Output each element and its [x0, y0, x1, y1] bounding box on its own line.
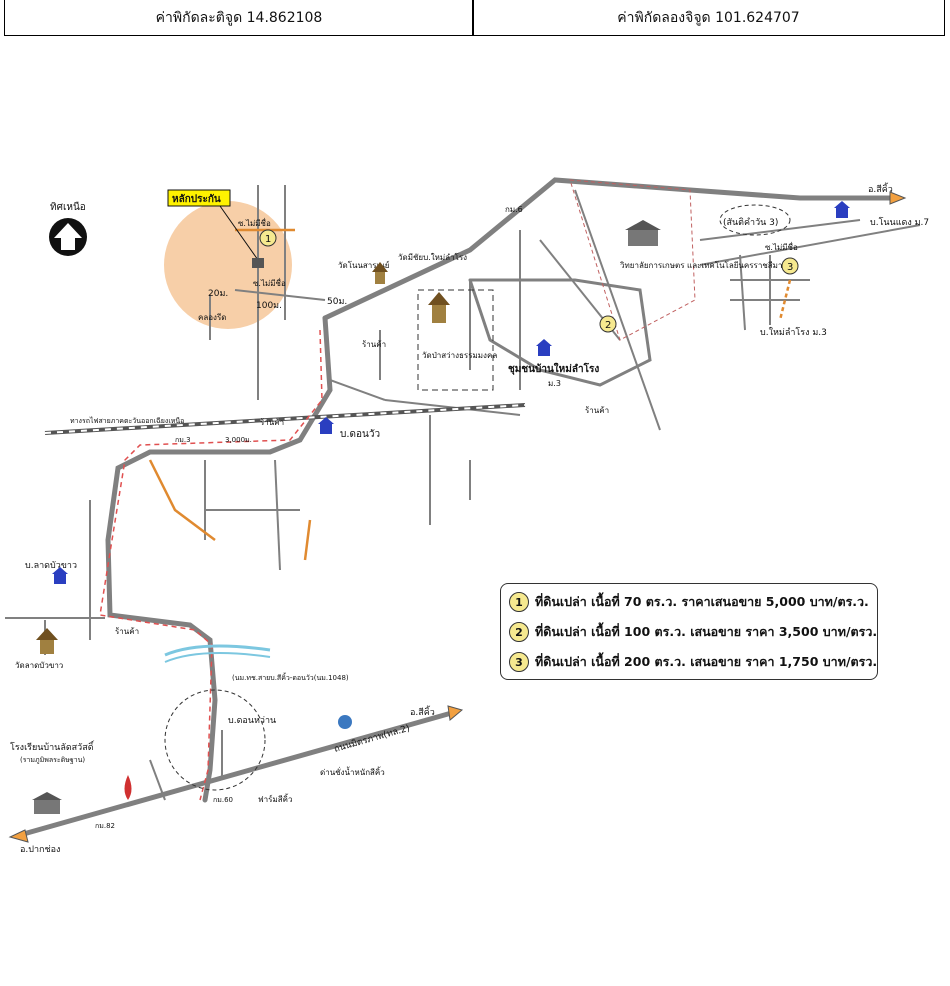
temple-icon-3: [36, 628, 58, 654]
label-ban-don-wan: บ.ดอนหว่าน: [228, 716, 276, 726]
latitude-label: ค่าพิกัดละติจูด: [155, 9, 243, 26]
legend-badge-2: 2: [509, 622, 529, 642]
college-boundary: [569, 179, 696, 341]
svg-text:2: 2: [605, 320, 611, 331]
label-school-sub: (รามภูมิพลระดิษฐาน): [20, 756, 85, 764]
legend-text-3: ที่ดินเปล่า เนื้อที่ 200 ตร.ว. เสนอขาย ร…: [535, 654, 878, 669]
house-icon-3: [834, 201, 850, 218]
legend-text-2: ที่ดินเปล่า เนื้อที่ 100 ตร.ว. เสนอขาย ร…: [535, 624, 878, 639]
label-m3: ม.3: [548, 379, 561, 388]
label-shop-2: ร้านค้า: [585, 406, 609, 415]
orange-roads: [148, 228, 792, 561]
label-ban-don-wua: บ.ดอนวัว: [340, 429, 380, 440]
svg-text:3: 3: [787, 262, 793, 273]
north-arrow-icon: [49, 218, 87, 256]
highlight-circle: [164, 201, 292, 329]
label-railway: ทางรถไฟสายภาคตะวันออกเฉียงเหนือ: [70, 416, 184, 425]
label-km82: กม.82: [95, 822, 115, 830]
north-label: ทิศเหนือ: [50, 201, 86, 213]
coordinate-header: ค่าพิกัดละติจูด 14.862108 ค่าพิกัดลองจิจ…: [0, 0, 950, 38]
minor-roads: [5, 185, 921, 801]
latitude-value: 14.862108: [246, 9, 323, 26]
temple-icon: [428, 292, 450, 323]
label-shop-1: ร้านค้า: [362, 340, 386, 349]
canal-line-2: [164, 652, 271, 663]
guarantee-box: [167, 189, 231, 207]
measure-50m: 50ม.: [327, 297, 347, 307]
label-ban-lad-bua: บ.ลาดบัวขาว: [25, 561, 77, 571]
legend-badge-1: 1: [509, 592, 529, 612]
guarantee-label: หลักประกัน: [172, 193, 221, 205]
soi-label-3: ซ.ไม่มีชื่อ: [765, 241, 798, 252]
map-badge-3: 3: [781, 257, 799, 275]
gas-station-icon: [124, 775, 132, 800]
label-shop-4: ร้านค้า: [115, 627, 139, 636]
don-wan-boundary: [164, 689, 266, 791]
plot-marker: [252, 258, 264, 268]
label-km60: กม.60: [213, 796, 233, 804]
label-wat-lad-bua: วัดลาดบัวขาว: [15, 661, 63, 670]
label-shop-3: ร้านค้า: [260, 418, 284, 427]
longitude-label: ค่าพิกัดลองจิจูด: [617, 9, 711, 26]
arrow-sikhio-icon: [447, 705, 464, 721]
legend-box: 1 ที่ดินเปล่า เนื้อที่ 70 ตร.ว. ราคาเสนอ…: [500, 583, 878, 680]
latitude-cell: ค่าพิกัดละติจูด 14.862108: [4, 0, 474, 36]
longitude-value: 101.624707: [715, 9, 800, 26]
house-icon-4: [52, 567, 68, 584]
label-to-sikhio: อ.สีคิ้ว: [868, 182, 893, 195]
label-ban-non-dae: บ.โนนแดง ม.7: [870, 217, 929, 228]
label-community: ชุมชนบ้านใหม่ลำโรง: [508, 362, 599, 375]
college-building-icon: [625, 220, 661, 246]
house-icon: [318, 417, 334, 434]
label-college: วิทยาลัยการเกษตร และเทคโนโลยีนครราชสีมา: [619, 260, 782, 270]
label-km6: กม.6: [505, 205, 523, 214]
arrow-pakchong-icon: [8, 829, 29, 843]
legend-text-1: ที่ดินเปล่า เนื้อที่ 70 ตร.ว. ราคาเสนอขา…: [535, 594, 869, 609]
label-farm: ฟาร์มสีคิ้ว: [258, 793, 292, 804]
longitude-cell: ค่าพิกัดลองจิจูด 101.624707: [472, 0, 945, 36]
label-wat-mai: วัดมีชัยบ.ใหม่ลำโรง: [398, 252, 467, 262]
temple-boundary: [417, 289, 494, 391]
label-to-sikhio-2: อ.สีคิ้ว: [410, 705, 435, 718]
label-toll: ด่านชั่งน้ำหนักสีคิ้ว: [320, 766, 385, 777]
santi-boundary: [719, 204, 791, 236]
legend-badge-3: 3: [509, 652, 529, 672]
legend-row-1: 1 ที่ดินเปล่า เนื้อที่ 70 ตร.ว. ราคาเสนอ…: [509, 591, 869, 613]
measure-20m: 20ม.: [208, 289, 228, 299]
legend-row-3: 3 ที่ดินเปล่า เนื้อที่ 200 ตร.ว. เสนอขาย…: [509, 651, 877, 673]
map-badge-1: 1: [259, 229, 277, 247]
house-icon-2: [536, 339, 552, 356]
canal-label: คลองรีด: [198, 313, 226, 322]
svg-text:1: 1: [265, 234, 271, 245]
temple-icon-2: [372, 262, 388, 284]
railway: [44, 403, 526, 435]
logo-icon: [338, 715, 352, 729]
location-map: ทิศเหนือ หลักประกัน 1 2 3 20ม. 100ม. 50ม…: [5, 177, 929, 855]
label-km3: กม.3: [175, 436, 191, 444]
label-to-pakchong: อ.ปากช่อง: [20, 845, 60, 855]
canal-line: [164, 644, 271, 657]
label-school: โรงเรียนบ้านลัดสวัสดิ์: [10, 740, 95, 753]
school-building-icon: [32, 792, 62, 814]
label-santi: (สันติคำวัน 3): [723, 217, 778, 228]
label-ban-mai-lamtong: บ.ใหม่ลำโรง ม.3: [760, 327, 827, 338]
soi-label-2: ซ.ไม่มีชื่อ: [253, 277, 286, 288]
label-road-nm: (นม.ทช.สายบ.สีคิ้ว-ดอนวัว(นม.1048): [232, 671, 349, 682]
legend-row-2: 2 ที่ดินเปล่า เนื้อที่ 100 ตร.ว. เสนอขาย…: [509, 621, 877, 643]
arrow-east-icon: [889, 191, 907, 205]
label-wat-pa: วัดป่าสว่างธรรมมงคล: [422, 351, 497, 360]
map-badge-2: 2: [599, 315, 617, 333]
label-wat-klong: วัดโนนสารเนย์: [338, 260, 389, 270]
main-roads: [17, 177, 893, 838]
guarantee-pointer: [219, 205, 259, 261]
route-path: [99, 329, 323, 801]
measure-100m: 100ม.: [256, 301, 282, 311]
soi-label-1: ซ.ไม่มีชื่อ: [238, 217, 271, 228]
label-dist-3000: 3,000ม.: [225, 436, 252, 444]
